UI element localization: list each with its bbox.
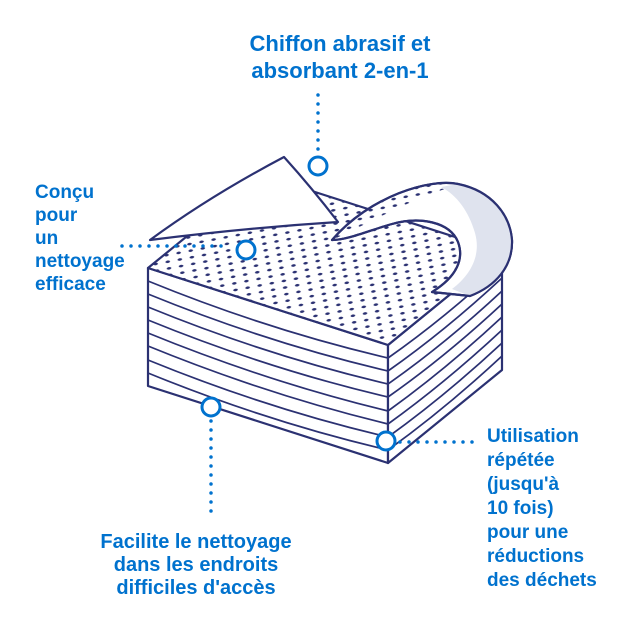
label-line: difficiles d'accès: [116, 577, 276, 599]
callout-marker-left-icon: [235, 239, 257, 261]
label-line: efficace: [35, 274, 106, 295]
label-line: Conçu: [35, 182, 95, 203]
callout-top-label: Chiffon abrasif et absorbant 2-en-1: [190, 30, 490, 84]
stack-front-layer-lines: [147, 280, 389, 451]
label-line: Utilisation: [487, 426, 579, 447]
callout-marker-bottom-icon: [200, 396, 222, 418]
label-line: dans les endroits: [113, 554, 279, 576]
label-line: des déchets: [487, 570, 597, 591]
leader-lines: [120, 93, 480, 520]
callout-bottom-label: Facilite le nettoyage dans les endroits …: [21, 531, 371, 600]
callout-markers: [200, 155, 397, 452]
label-line: un: [35, 228, 59, 249]
label-line: pour: [35, 205, 78, 226]
label-line: Chiffon abrasif et: [249, 31, 431, 56]
curl-outline: [330, 181, 514, 298]
callout-marker-right-icon: [375, 430, 397, 452]
cloth-stack: [146, 155, 514, 465]
label-line: nettoyage: [35, 251, 125, 272]
callout-right-label: Utilisation répétée (jusqu'à 10 fois) po…: [487, 425, 597, 593]
peeled-corner-flap: [148, 155, 340, 242]
callout-left-label: Conçu pour un nettoyage efficace: [35, 181, 125, 296]
callout-marker-top-icon: [307, 155, 329, 177]
label-line: (jusqu'à: [487, 474, 560, 495]
label-line: Facilite le nettoyage: [100, 531, 292, 553]
label-line: absorbant 2-en-1: [251, 58, 429, 83]
curled-top-cloth: [330, 181, 514, 298]
label-line: pour une: [487, 522, 569, 543]
label-line: 10 fois): [487, 498, 554, 519]
curl-inner-shading: [441, 184, 513, 296]
label-line: réductions: [487, 546, 585, 567]
label-line: répétée: [487, 450, 555, 471]
